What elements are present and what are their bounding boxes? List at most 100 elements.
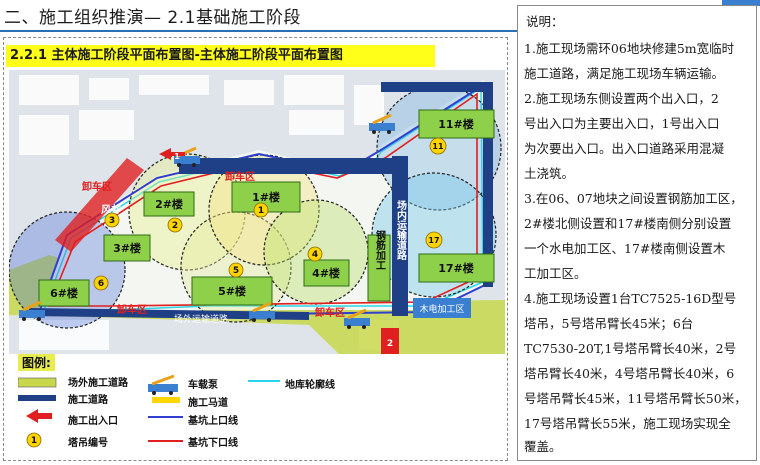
- legend-label: 基坑下口线: [188, 438, 238, 449]
- legend-title: 图例:: [18, 354, 55, 371]
- legend-label: 场外施工道路: [68, 378, 128, 389]
- site-plan-svg: 11#楼 1#楼 2#楼 3#楼 4#楼 5#楼 6#楼 17#楼 钢筋加工 木…: [8, 70, 505, 354]
- corner-accent: [722, 0, 760, 6]
- legend-label: 塔吊编号: [68, 438, 108, 449]
- note-line: 17号塔吊臂长55米，施工现场实现全: [524, 416, 731, 431]
- crane-markers: 1 2 3 4 5 6 11 17: [93, 137, 447, 291]
- building-label: 4#楼: [312, 266, 340, 280]
- building-label: 2#楼: [155, 197, 183, 211]
- crane-number: 1: [258, 206, 264, 216]
- legend-label: 车载泵: [188, 380, 218, 391]
- notes-heading: 说明：: [526, 14, 564, 29]
- unload-labels: 卸车区 卸车区 卸车区 卸车区: [82, 170, 345, 319]
- truck-pump-icon: [344, 308, 370, 329]
- crane-marker: [253, 202, 269, 218]
- note-line: 工加工区。: [524, 266, 587, 281]
- building-3: [103, 234, 151, 262]
- plan-subtitle: 2.2.1 主体施工阶段平面布置图-主体施工阶段平面布置图: [6, 45, 435, 67]
- building-label: 17#楼: [438, 261, 474, 275]
- note-line: 3.在06、07地块之间设置钢筋加工区，: [524, 191, 743, 206]
- basement-outline: [42, 86, 484, 311]
- building-6: [38, 279, 90, 307]
- note-line: 2#楼北侧设置和17#楼南侧分别设置: [524, 216, 732, 231]
- building-label: 1#楼: [252, 190, 280, 204]
- gate-2: 2: [381, 328, 399, 354]
- rebar-yard-label: 钢筋加工: [374, 229, 387, 270]
- crane-marker: [429, 137, 447, 155]
- gate-number: 2: [387, 339, 393, 349]
- truck-pump-icon: [19, 300, 45, 321]
- note-line: 号出入口为主要出入口，1号出入口: [524, 116, 720, 131]
- legend-truck-pump-icon: [148, 374, 178, 395]
- legend-site-road-swatch: [18, 395, 56, 401]
- crane-number: 11: [432, 142, 444, 151]
- crane-marker: [104, 212, 120, 228]
- note-line: 施工道路，满足施工现场车辆运输。: [524, 66, 725, 81]
- note-line: 2.施工现场东侧设置两个出入口，2: [524, 91, 719, 106]
- buildings: [38, 109, 495, 307]
- truck-pump-icon: [369, 113, 395, 134]
- crane-marker: [425, 231, 443, 249]
- legend-label: 施工道路: [68, 395, 108, 406]
- legend-outside-road-swatch: [18, 377, 57, 388]
- pit-top-line: [37, 82, 489, 318]
- title-underline: [0, 30, 517, 32]
- legend-ramp-swatch: [152, 397, 180, 403]
- outside-road-label: 场外运输道路: [174, 313, 228, 325]
- note-line: 1.施工现场需环06地块修建5m宽临时: [524, 41, 735, 56]
- truck-pump-icon: [249, 301, 275, 322]
- building-17: [418, 253, 495, 283]
- building-5: [191, 276, 273, 306]
- building-label: 6#楼: [50, 286, 78, 300]
- truck-pumps: [19, 113, 395, 329]
- note-line: 塔吊，5号塔吊臂长45米；6台: [524, 316, 694, 331]
- city-blocks: [19, 75, 399, 350]
- site-roads: [29, 82, 493, 320]
- building-labels: 11#楼 1#楼 2#楼 3#楼 4#楼 5#楼 6#楼 17#楼: [50, 117, 474, 300]
- crane-marker: [307, 246, 323, 262]
- legend-label: 施工马道: [188, 398, 228, 409]
- crane-number: 2: [172, 221, 178, 231]
- building-2: [143, 191, 195, 217]
- wood-yard: [413, 298, 471, 318]
- internal-road-label: 场内运输道路: [395, 199, 407, 261]
- site-plan-map: 11#楼 1#楼 2#楼 3#楼 4#楼 5#楼 6#楼 17#楼 钢筋加工 木…: [8, 70, 505, 354]
- page-title: 二、施工组织推演— 2.1基础施工阶段: [4, 8, 301, 28]
- note-line: 土浇筑。: [524, 166, 575, 181]
- crane-number: 6: [98, 279, 104, 289]
- crane-number: 4: [312, 250, 318, 260]
- note-line: 塔吊臂长40米，4号塔吊臂长40米，6: [524, 366, 735, 381]
- gate-1: 1: [159, 148, 185, 161]
- note-line: 4.施工现场设置1台TC7525-16D型号: [524, 291, 737, 306]
- legend-crane-icon: [26, 432, 42, 448]
- crane-number: 3: [109, 216, 115, 226]
- building-11: [418, 109, 495, 139]
- crane-marker: [167, 217, 183, 233]
- gate-number: 1: [174, 152, 180, 161]
- building-4: [303, 259, 350, 287]
- note-line: TC7530-20T,1号塔吊臂长40米，2号: [524, 341, 737, 356]
- gate-2-block: [381, 328, 399, 354]
- legend-symbols: 1: [18, 374, 280, 448]
- unload-label-top: 卸车区: [225, 170, 255, 183]
- note-line: 为次要出入口。出入口道路采用混凝: [524, 141, 725, 156]
- crane-number: 5: [233, 266, 239, 276]
- crane-marker: [93, 275, 109, 291]
- building-label: 3#楼: [113, 241, 141, 255]
- note-line: 覆盖。: [524, 439, 562, 454]
- unload-label-left: 卸车区: [82, 180, 112, 193]
- legend: 图例: 1 场外施工道路 施工道路 施工出入口 塔吊编号 车载泵 施工马道 基坑…: [10, 354, 504, 460]
- wind-duct-band: [55, 158, 144, 252]
- unload-label-bottom: 卸车区: [117, 303, 147, 316]
- wood-yard-label: 木电加工区: [419, 303, 464, 315]
- note-line: 一个水电加工区、17#楼南侧设置木: [524, 241, 726, 256]
- building-label: 11#楼: [438, 117, 474, 131]
- crane-marker: [228, 262, 244, 278]
- gate-arrow-icon: [159, 148, 185, 160]
- legend-label: 施工出入口: [68, 416, 118, 427]
- legend-label: 地库轮廓线: [285, 380, 335, 391]
- legend-gate-arrow-icon: [26, 409, 52, 423]
- notes-panel: 说明： 1.施工现场需环06地块修建5m宽临时 施工道路，满足施工现场车辆运输。…: [517, 5, 757, 461]
- crane-number: 17: [428, 236, 439, 245]
- building-label: 5#楼: [218, 284, 246, 298]
